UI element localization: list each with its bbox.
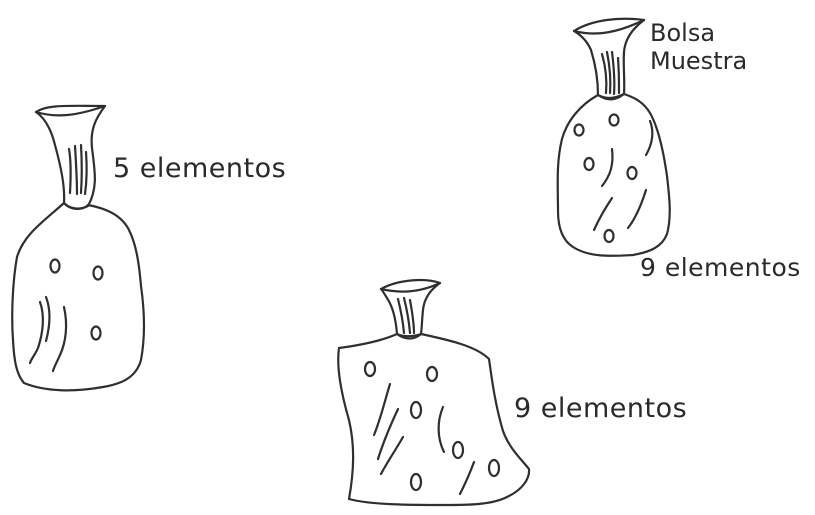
bag-bottom-body bbox=[338, 334, 529, 505]
bag-left-crinkle-3 bbox=[81, 145, 82, 193]
bag-bottom-dot-6 bbox=[489, 460, 499, 476]
bag-bottom-dot-3 bbox=[411, 402, 421, 418]
bag-top-right-dot-2 bbox=[610, 115, 619, 126]
sample-bag-label-line1: Bolsa bbox=[650, 20, 747, 48]
bag-top-right-crinkle-2 bbox=[607, 52, 610, 93]
bag-left-dot-1 bbox=[51, 260, 60, 273]
top-right-bag-count-label: 9 elementos bbox=[640, 255, 801, 280]
bag-left-crinkle-2 bbox=[75, 146, 77, 194]
bag-left-body bbox=[12, 203, 144, 390]
bag-bottom-stroke-1 bbox=[374, 384, 390, 435]
bag-top-right-stroke-2 bbox=[602, 149, 613, 186]
bag-bottom bbox=[338, 280, 529, 505]
bag-top-right-body bbox=[558, 94, 670, 256]
left-bag-count-label: 5 elementos bbox=[113, 155, 286, 182]
sample-bag-label-line2: Muestra bbox=[650, 48, 747, 76]
bag-left-dot-3 bbox=[92, 327, 101, 340]
bag-top-right-dot-5 bbox=[605, 230, 614, 242]
bag-bottom-stroke-4 bbox=[460, 462, 474, 494]
bag-bottom-crinkle-1 bbox=[398, 299, 404, 333]
bag-left-stroke-3 bbox=[46, 297, 49, 341]
bag-top-right-crinkle-1 bbox=[602, 54, 606, 93]
bag-bottom-stroke-2 bbox=[439, 407, 444, 452]
bag-top-right-stroke-3 bbox=[594, 198, 612, 230]
sample-bag-label: Bolsa Muestra bbox=[650, 20, 747, 75]
bag-top-right-stroke-1 bbox=[646, 121, 652, 155]
bag-top-right-dot-3 bbox=[585, 158, 594, 170]
bag-top-right-stroke-4 bbox=[628, 190, 646, 228]
bag-left-crinkle-1 bbox=[69, 149, 71, 193]
bag-left bbox=[12, 106, 144, 391]
bag-left-tie bbox=[64, 203, 88, 209]
bag-left-crinkle-4 bbox=[85, 152, 87, 194]
bag-top-right-crinkle-4 bbox=[618, 58, 619, 93]
bag-top-right-dot-1 bbox=[575, 125, 584, 136]
bag-left-dot-2 bbox=[94, 267, 103, 280]
bag-top-right-dot-4 bbox=[628, 167, 637, 179]
bag-bottom-crinkle-2 bbox=[404, 298, 410, 333]
bottom-bag-count-label: 9 elementos bbox=[514, 395, 687, 422]
bag-top-right-crinkle-3 bbox=[612, 52, 614, 94]
bag-bottom-dot-4 bbox=[411, 474, 421, 490]
bag-bottom-dot-2 bbox=[427, 367, 437, 381]
bag-left-stroke-2 bbox=[53, 307, 66, 371]
bag-left-stroke-1 bbox=[30, 302, 43, 363]
bag-bottom-dot-5 bbox=[453, 442, 463, 458]
bag-bottom-dot-1 bbox=[365, 362, 375, 376]
